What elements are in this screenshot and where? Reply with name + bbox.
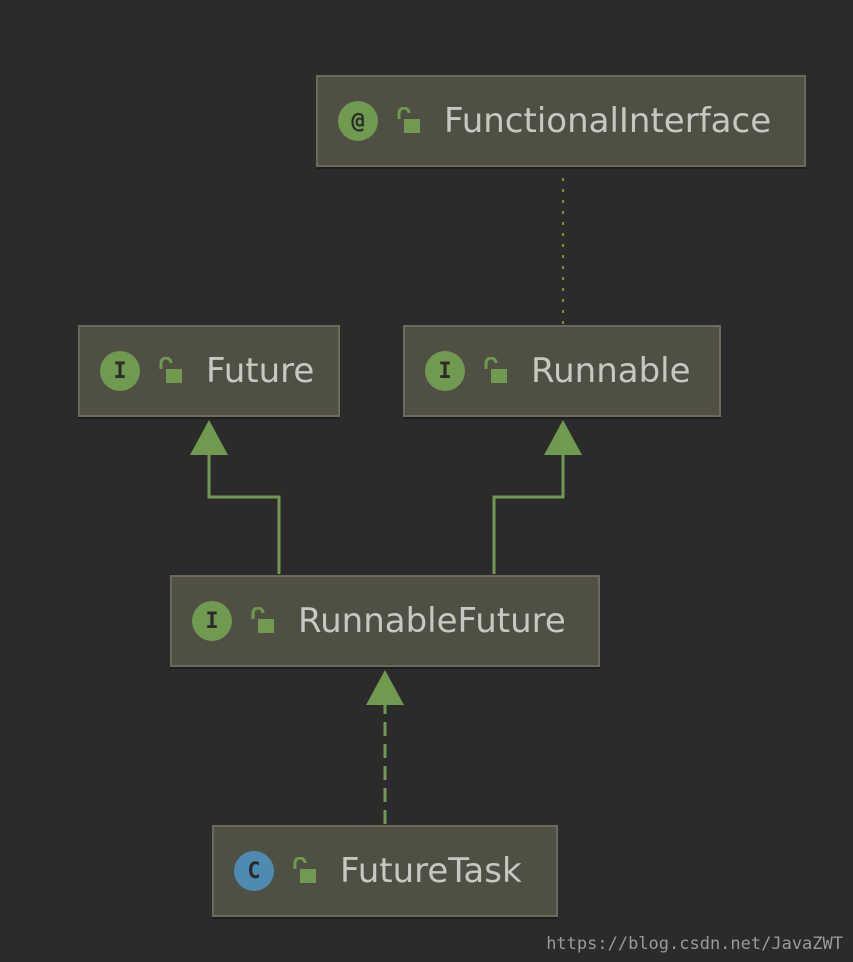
unlocked-lock-icon bbox=[396, 107, 422, 135]
node-functional-interface[interactable]: @ FunctionalInterface bbox=[316, 75, 806, 167]
interface-icon: I bbox=[192, 601, 232, 641]
arrowhead-runnable bbox=[544, 420, 582, 455]
watermark-text: https://blog.csdn.net/JavaZWT bbox=[546, 934, 843, 954]
node-future-task[interactable]: C FutureTask bbox=[212, 825, 558, 917]
node-future[interactable]: I Future bbox=[78, 325, 340, 417]
unlocked-lock-icon bbox=[483, 357, 509, 385]
node-label: FutureTask bbox=[340, 851, 522, 891]
annotation-icon: @ bbox=[338, 101, 378, 141]
node-label: Future bbox=[206, 351, 315, 391]
node-label: RunnableFuture bbox=[298, 601, 566, 641]
node-label: Runnable bbox=[531, 351, 691, 391]
class-icon: C bbox=[234, 851, 274, 891]
edge-runnablefuture-to-future bbox=[207, 452, 281, 574]
unlocked-lock-icon bbox=[250, 607, 276, 635]
interface-icon: I bbox=[100, 351, 140, 391]
node-runnable-future[interactable]: I RunnableFuture bbox=[170, 575, 600, 667]
arrowhead-runnablefuture bbox=[366, 670, 404, 705]
node-runnable[interactable]: I Runnable bbox=[403, 325, 721, 417]
interface-icon: I bbox=[425, 351, 465, 391]
node-label: FunctionalInterface bbox=[444, 101, 772, 141]
edge-runnablefuture-to-runnable bbox=[492, 452, 565, 574]
arrowhead-future bbox=[190, 420, 228, 455]
unlocked-lock-icon bbox=[292, 857, 318, 885]
unlocked-lock-icon bbox=[158, 357, 184, 385]
